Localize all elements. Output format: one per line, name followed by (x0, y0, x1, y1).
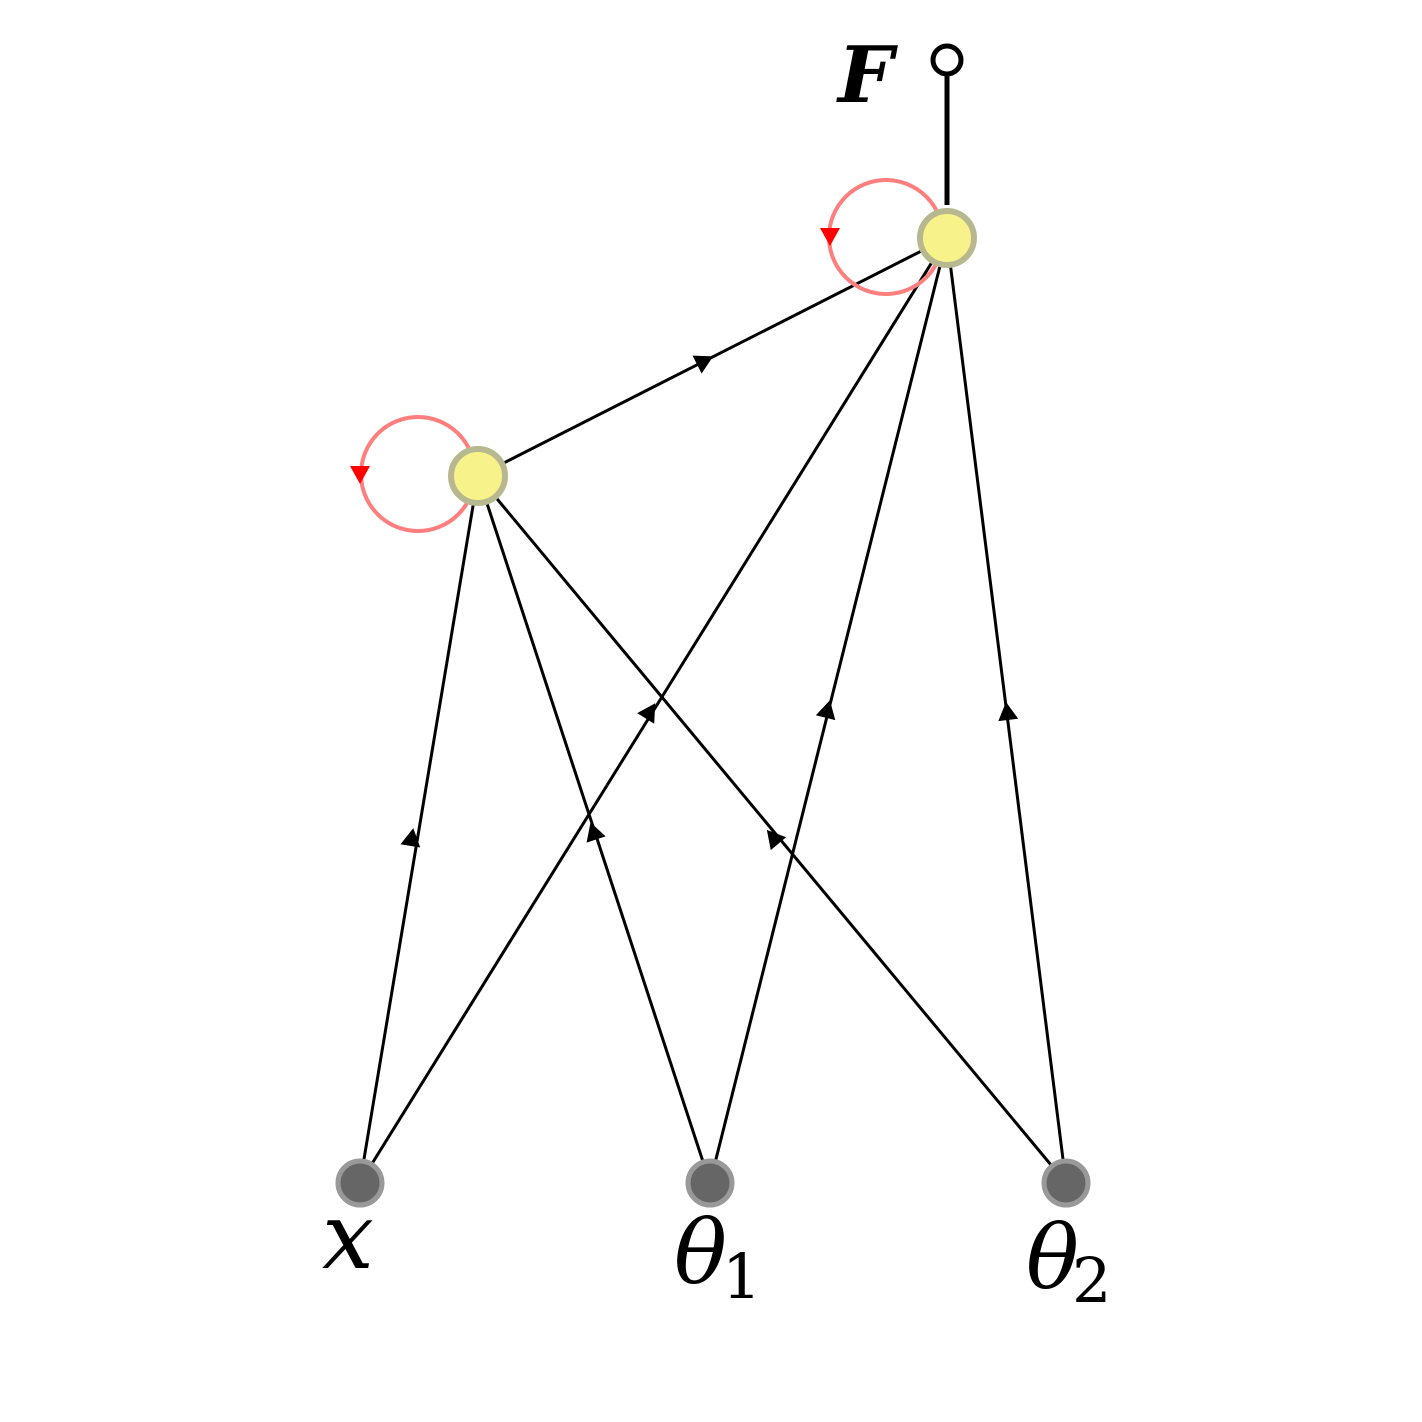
input-label-x: x (322, 1183, 374, 1290)
arrowhead-x-h2 (637, 703, 656, 724)
input-node-x (335, 1158, 385, 1208)
input-label-theta1: θ (674, 1201, 727, 1304)
arrowhead-x-h1 (400, 828, 421, 848)
input-label-theta1-sub: 1 (722, 1240, 761, 1313)
arrowhead-theta1-h2 (815, 700, 836, 721)
arrowhead-theta2-h2 (998, 702, 1019, 722)
input-label-theta2-sub: 2 (1072, 1244, 1111, 1317)
edge-theta2-h1 (476, 475, 1068, 1184)
arrowhead-theta1-h1 (586, 822, 606, 843)
self-loop-h2-arrow (820, 228, 840, 246)
edge-x-h1 (358, 475, 480, 1184)
input-node-theta1 (685, 1158, 735, 1208)
arrowhead-h1-h2 (692, 355, 714, 374)
hidden-node-2 (917, 208, 977, 268)
self-loop-h1-arrow (350, 466, 370, 484)
input-label-theta2: θ (1026, 1206, 1079, 1309)
hidden-node-1 (448, 446, 508, 506)
output-label: F (836, 30, 898, 121)
output-terminal (930, 43, 964, 77)
arrowhead-theta2-h1 (766, 829, 787, 851)
input-node-theta2 (1041, 1158, 1091, 1208)
